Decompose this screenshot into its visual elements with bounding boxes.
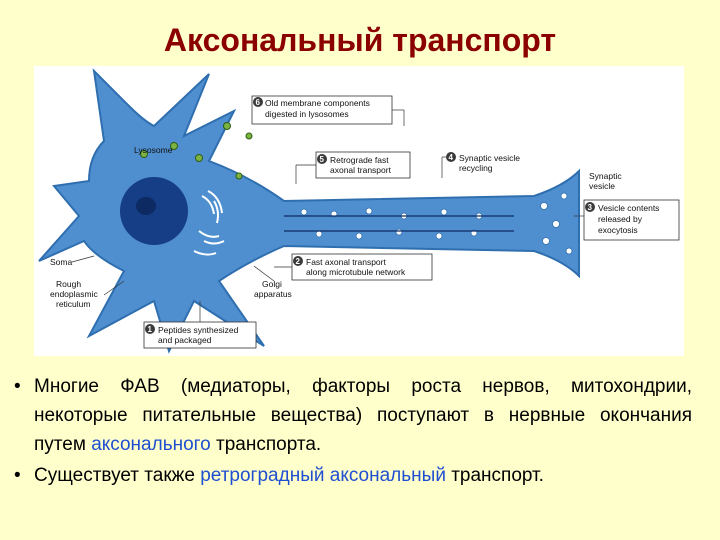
rer-label: Rough	[56, 279, 81, 289]
callout-step-3: 3 Vesicle contents released by exocytosi…	[583, 199, 680, 241]
bullet-marker: •	[14, 465, 21, 486]
step-3-label-line3: exocytosis	[598, 225, 638, 235]
step-1-number: 1	[148, 325, 153, 334]
step-5-label-line2: axonal transport	[330, 165, 392, 175]
rer-label-line3: reticulum	[56, 299, 90, 309]
step-2-label-line2: along microtubule network	[306, 267, 406, 277]
transport-arrows	[284, 215, 514, 232]
callout-step-2: 2 Fast axonal transport along microtubul…	[291, 253, 433, 281]
step-5-label: Retrograde fast	[330, 155, 389, 165]
slide-title: Аксональный транспорт	[163, 22, 557, 58]
synaptic-vesicle-label-line2: vesicle	[589, 181, 615, 191]
bullet-2-highlight: ретроградный аксональный	[200, 465, 446, 486]
step-5-number: 5	[320, 155, 325, 164]
bullet-1-text: Многие ФАВ (медиаторы, факторы роста нер…	[34, 376, 692, 455]
bullet-item-2: • Существует также ретроградный аксональ…	[14, 461, 692, 490]
golgi-apparatus	[193, 190, 225, 256]
step-6-label-line2: digested in lysosomes	[265, 109, 349, 119]
golgi-label: Golgi	[262, 279, 282, 289]
step-6-number: 6	[256, 98, 261, 107]
step-1-label-line2: and packaged	[158, 335, 212, 345]
rer-label-line2: endoplasmic	[50, 289, 98, 299]
step-4-label: Synaptic vesicle	[459, 153, 520, 163]
step-3-number: 3	[588, 203, 593, 212]
bullet-1-text-end: транспорта.	[210, 434, 322, 455]
golgi-label-line2: apparatus	[254, 289, 292, 299]
callout-step-5: 5 Retrograde fast axonal transport	[315, 151, 411, 179]
callout-step-1: 1 Peptides synthesized and packaged	[143, 321, 257, 349]
step-6-label: Old membrane components	[265, 98, 370, 108]
neuron-diagram: 6 Old membrane components digested in ly…	[38, 68, 680, 354]
bullet-2-text-end: транспорт.	[445, 465, 544, 486]
leader-lines	[71, 109, 584, 322]
callout-step-6: 6 Old membrane components digested in ly…	[251, 95, 393, 125]
step-4-label-line2: recycling	[459, 163, 493, 173]
callout-step-4: 4 Synaptic vesicle recycling	[446, 152, 520, 173]
soma-label: Soma	[50, 257, 72, 267]
nucleolus	[136, 197, 156, 215]
step-3-label-line2: released by	[598, 214, 643, 224]
bullet-item-1: • Многие ФАВ (медиаторы, факторы роста н…	[14, 372, 692, 459]
step-1-label: Peptides synthesized	[158, 325, 239, 335]
bullet-1-highlight: аксонального	[91, 434, 211, 455]
axonal-transport-figure: 6 Old membrane components digested in ly…	[34, 66, 684, 356]
step-2-label: Fast axonal transport	[306, 257, 386, 267]
synaptic-vesicle-label: Synaptic	[589, 171, 622, 181]
bullet-2-text: Существует также	[34, 465, 201, 486]
lysosome-label: Lysosome	[134, 145, 173, 155]
step-3-label: Vesicle contents	[598, 203, 659, 213]
neuron-soma	[38, 68, 580, 354]
step-4-number: 4	[449, 153, 454, 162]
bullet-marker: •	[14, 376, 21, 397]
lysosomes	[140, 122, 253, 180]
step-2-number: 2	[296, 257, 301, 266]
bullet-list: • Многие ФАВ (медиаторы, факторы роста н…	[14, 372, 692, 490]
